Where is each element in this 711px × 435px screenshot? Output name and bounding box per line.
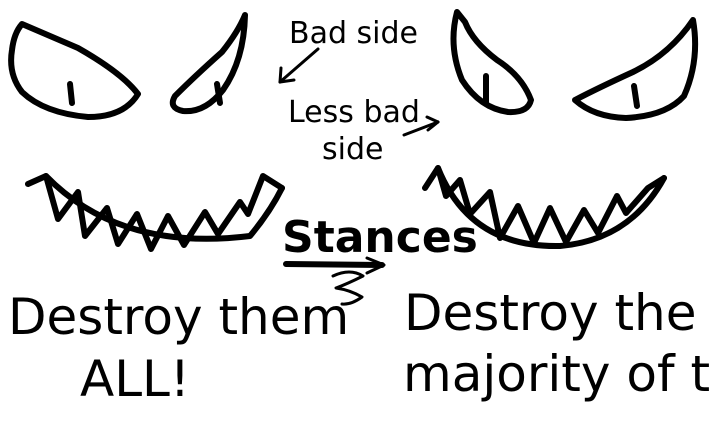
bad-side-arrow: [278, 47, 320, 84]
less-bad-label-line2: side: [322, 132, 383, 167]
left-stance-line2: ALL!: [80, 350, 190, 408]
left-face-left-eye: [8, 21, 141, 120]
bad-side-label: Bad side: [289, 16, 418, 51]
right-stance-line2: majority of them!: [403, 345, 711, 403]
left-face: [8, 12, 285, 252]
right-face: [422, 9, 699, 250]
stances-squiggle: [331, 270, 365, 306]
stances-underline: [283, 256, 386, 275]
stances-label: Stances: [282, 212, 478, 263]
right-face-left-eye: [450, 9, 534, 116]
less-bad-label-line1: Less bad: [288, 95, 420, 130]
left-face-right-eye: [169, 12, 248, 115]
less-bad-side-arrow: [402, 115, 440, 137]
right-face-right-eye: [572, 17, 699, 121]
left-stance-line1: Destroy them: [8, 288, 349, 346]
right-face-zigzag-mouth: [422, 165, 667, 250]
right-stance-line1: Destroy the vast: [404, 284, 711, 342]
left-face-zigzag-mouth: [25, 173, 285, 252]
